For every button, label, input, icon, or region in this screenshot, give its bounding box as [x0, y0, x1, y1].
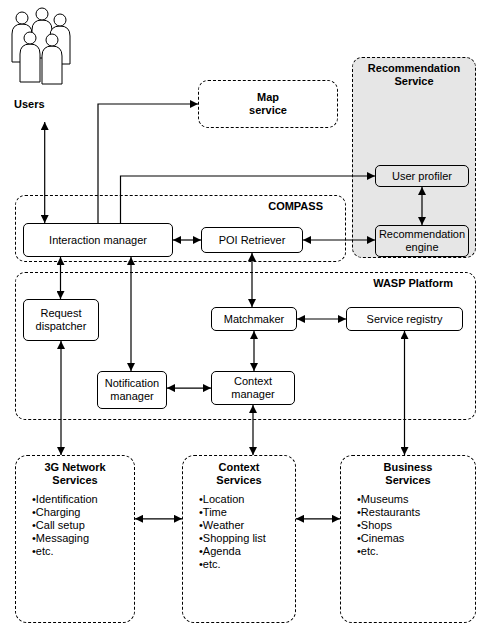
platform-group: WASP PlatformRequest dispatcher Matchmake…: [15, 272, 476, 420]
list-item: •Location: [187, 493, 244, 506]
list-item: •Weather: [187, 519, 244, 532]
component-label: User profiler: [392, 170, 452, 183]
group-heading: Business Services: [378, 461, 438, 487]
service-group: Recommendation ServiceUser profilerRecom…: [352, 57, 476, 258]
connector: [297, 318, 346, 319]
service-group: Business Services •Museums•Restaurants•Sh…: [340, 455, 476, 623]
list-item: •etc.: [20, 545, 54, 558]
component-box: Interaction manager: [23, 223, 173, 257]
system-group: COMPASS Interaction manager POI Retriever: [15, 195, 346, 262]
service-group: Context Services •Location•Time•Weather•S…: [182, 455, 296, 623]
person-head: [46, 34, 58, 46]
component-box: Context manager: [211, 371, 295, 405]
component-box: User profiler: [375, 165, 469, 187]
connector: [44, 122, 45, 223]
connector: [135, 518, 182, 519]
connector: [296, 518, 340, 519]
connector: [60, 257, 61, 299]
people-icon: [8, 2, 78, 94]
component-box: Matchmaker: [211, 307, 297, 331]
list-item: •Agenda: [187, 545, 241, 558]
group-heading: Recommendation Service: [357, 62, 471, 88]
list-item: •Restaurants: [345, 506, 420, 519]
component-label: Request dispatcher: [28, 307, 94, 333]
group-heading: Context Services: [209, 461, 269, 487]
component-box: Request dispatcher: [23, 299, 99, 341]
group-heading: COMPASS: [268, 200, 323, 213]
actor: Users: [8, 2, 80, 122]
component-label: Matchmaker: [224, 313, 285, 326]
group-heading: WASP Platform: [373, 277, 453, 290]
component-label: Context manager: [216, 375, 290, 401]
service-label: Map service: [243, 91, 293, 117]
list-item: •etc.: [187, 558, 221, 571]
connector: [303, 239, 375, 240]
list-item: •Time: [187, 506, 227, 519]
actor-label: Users: [14, 98, 45, 111]
component-box: Notification manager: [97, 371, 167, 409]
person-body: [20, 44, 40, 82]
connector: [121, 176, 376, 223]
component-box: Recommendation engine: [375, 225, 469, 257]
list-item: •etc.: [345, 545, 379, 558]
component-label: Recommendation engine: [379, 228, 465, 254]
person-head: [54, 14, 66, 26]
person-head: [16, 12, 28, 24]
component-label: Service registry: [367, 313, 443, 326]
component-label: Interaction manager: [49, 234, 147, 247]
connector: [253, 331, 254, 371]
list-item: •Shops: [345, 519, 392, 532]
connector: [60, 341, 61, 455]
component-label: POI Retriever: [219, 234, 286, 247]
group-heading: 3G Network Services: [35, 461, 115, 487]
list-item: •Identification: [20, 493, 98, 506]
person-body: [42, 46, 62, 84]
connector: [421, 187, 422, 225]
list-item: •Call setup: [20, 519, 85, 532]
external-service: Map service: [198, 80, 338, 128]
list-item: •Messaging: [20, 532, 89, 545]
connector: [404, 331, 405, 455]
list-item: •Cinemas: [345, 532, 404, 545]
component-label: Notification manager: [102, 377, 162, 403]
component-box: Service registry: [346, 307, 463, 331]
person-head: [24, 32, 36, 44]
list-item: •Shopping list: [187, 532, 266, 545]
list-item: •Charging: [20, 506, 81, 519]
connector: [251, 253, 252, 307]
list-item: •Museums: [345, 493, 409, 506]
connector: [167, 388, 211, 389]
connector: [173, 239, 201, 240]
connector: [130, 257, 131, 371]
connector: [252, 405, 253, 455]
person-head: [36, 8, 48, 20]
component-box: POI Retriever: [201, 227, 303, 253]
connector: [98, 104, 198, 223]
service-group: 3G Network Services •Identification•Charg…: [15, 455, 135, 623]
